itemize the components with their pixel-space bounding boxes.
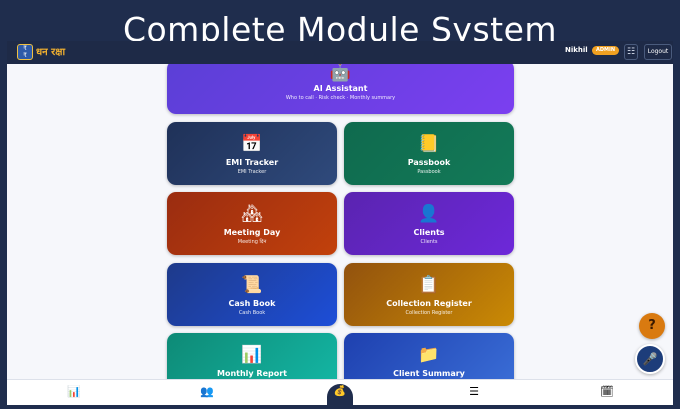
scroll-icon: 📜 — [241, 275, 263, 295]
card-title: Cash Book — [228, 299, 276, 308]
calendar-icon: 🗓 — [600, 385, 614, 398]
monthly-report-card[interactable]: 📊 Monthly Report — [167, 333, 337, 379]
collection-register-card[interactable]: 📋 Collection Register Collection Registe… — [344, 263, 514, 326]
bottom-frame — [0, 405, 680, 409]
folder-icon: 📁 — [418, 345, 440, 365]
card-subtitle: Clients — [420, 239, 438, 245]
card-title: Meeting Day — [223, 228, 281, 237]
card-subtitle: Meeting दिन — [237, 239, 267, 245]
card-subtitle: Who to call · Risk check · Monthly summa… — [285, 95, 396, 101]
help-button[interactable]: ? — [639, 313, 665, 339]
card-subtitle: Cash Book — [238, 310, 266, 316]
card-subtitle: EMI Tracker — [237, 169, 267, 175]
microphone-button[interactable]: 🎤 — [635, 344, 665, 374]
nav-item-center[interactable]: 💰 — [327, 384, 353, 406]
app-logo-icon[interactable]: ₹₹ — [17, 44, 33, 60]
card-title: Monthly Report — [217, 369, 287, 378]
card-title: Clients — [413, 228, 445, 237]
clients-card[interactable]: 👤 Clients Clients — [344, 192, 514, 255]
logout-button[interactable]: Logout — [644, 44, 672, 60]
passbook-card[interactable]: 📒 Passbook Passbook — [344, 122, 514, 185]
help-icon: ? — [648, 318, 656, 333]
bar-chart-icon: 📊 — [67, 385, 81, 398]
bottom-nav: 📊 👥 💰 ☰ 🗓 — [7, 379, 673, 406]
notebook-icon: 📒 — [418, 134, 440, 154]
card-title: AI Assistant — [313, 84, 368, 93]
card-title: Passbook — [407, 158, 451, 167]
nav-item-report[interactable]: 🗓 — [577, 380, 637, 406]
card-title: Client Summary — [393, 369, 465, 378]
emi-tracker-card[interactable]: 📅 EMI Tracker EMI Tracker — [167, 122, 337, 185]
nav-item-more[interactable]: ☰ — [444, 380, 504, 406]
menu-icon: ☰ — [469, 385, 479, 398]
app-brand-name: धन रक्षा — [36, 47, 66, 58]
person-icon: 👤 — [418, 204, 440, 224]
client-summary-card[interactable]: 📁 Client Summary — [344, 333, 514, 379]
app-header: ₹₹ धन रक्षा Nikhil ADMIN ☷ Logout — [7, 41, 673, 64]
card-subtitle: Collection Register — [405, 310, 453, 316]
clipboard-icon: 📋 — [418, 275, 440, 295]
role-badge: ADMIN — [592, 46, 620, 55]
card-subtitle: Passbook — [417, 169, 441, 175]
microphone-icon: 🎤 — [642, 352, 658, 366]
book-icon-button[interactable]: ☷ — [624, 44, 638, 60]
card-title: Collection Register — [386, 299, 472, 308]
money-bag-icon: 💰 — [333, 386, 347, 397]
nav-item-clients[interactable]: 👥 — [177, 380, 237, 406]
module-grid: 🤖 AI Assistant Who to call · Risk check … — [7, 64, 673, 379]
user-name: Nikhil — [565, 46, 588, 54]
card-title: EMI Tracker — [225, 158, 279, 167]
ai-assistant-card[interactable]: 🤖 AI Assistant Who to call · Risk check … — [167, 64, 514, 114]
meeting-day-card[interactable]: 🏘 Meeting Day Meeting दिन — [167, 192, 337, 255]
bar-chart-icon: 📊 — [241, 345, 263, 365]
robot-icon: 🤖 — [329, 64, 352, 83]
cash-book-card[interactable]: 📜 Cash Book Cash Book — [167, 263, 337, 326]
houses-icon: 🏘 — [241, 204, 263, 224]
calendar-icon: 📅 — [241, 134, 263, 154]
nav-item-dashboard[interactable]: 📊 — [44, 380, 104, 406]
people-icon: 👥 — [200, 385, 214, 398]
